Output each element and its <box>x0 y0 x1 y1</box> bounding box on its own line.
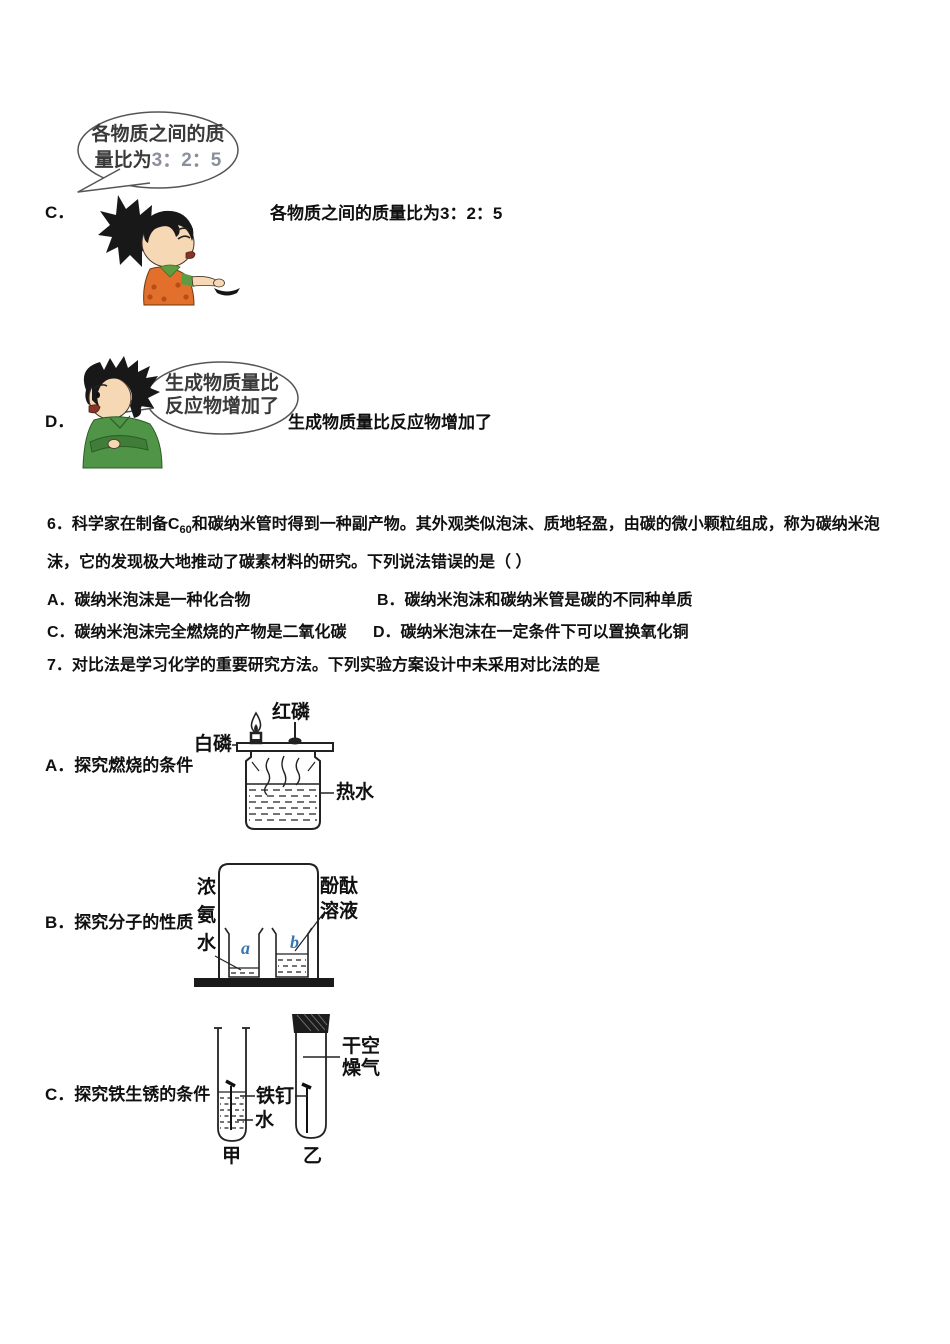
red-phosphorus <box>288 737 302 745</box>
q7-option-a-label: A．探究燃烧的条件 <box>45 756 194 775</box>
girl-sleeve <box>181 273 196 287</box>
q6-option-c: C．碳纳米泡沫完全燃烧的产物是二氧化碳 <box>47 624 347 641</box>
test-tube-yi <box>295 1032 327 1139</box>
q7-stem: 7．对比法是学习化学的重要研究方法。下列实验方案设计中未采用对比法的是 <box>47 657 600 674</box>
girl-cartoon <box>98 195 240 306</box>
bubble-d-line2: 反应物增加了 <box>164 396 279 417</box>
rusting-experiment-diagram <box>214 1013 340 1142</box>
label-red-phosphorus: 红磷 <box>272 702 311 723</box>
q7-option-b-label: B．探究分子的性质 <box>45 913 194 932</box>
label-phenolphthalein: 酚酞 溶液 <box>320 876 359 922</box>
q7-option-c-label: C．探究铁生锈的条件 <box>45 1085 211 1104</box>
c60-subscript: 60 <box>179 524 192 536</box>
molecule-experiment-diagram <box>194 863 334 987</box>
boy-cartoon <box>82 356 163 469</box>
label-ammonia: 浓 氨 水 <box>197 877 217 954</box>
label-hot-water: 热水 <box>336 782 375 803</box>
q6-stem-line1: 6．科学家在制备C60和碳纳米管时得到一种副产物。其外观类似泡沫、质地轻盈，由碳… <box>47 516 880 536</box>
beaker <box>245 751 321 830</box>
rubber-stopper <box>292 1014 330 1033</box>
girl-arm <box>191 276 217 287</box>
nail-jia-head <box>225 1079 236 1088</box>
girl-collar <box>159 264 181 278</box>
option-d-letter: D． <box>45 412 75 431</box>
label-iron-nail: 铁钉 <box>256 1086 295 1107</box>
q6-option-d: D．碳纳米泡沫在一定条件下可以置换氧化铜 <box>373 624 689 641</box>
label-white-phosphorus: 白磷 <box>194 734 233 755</box>
bubble-c-line1: 各物质之间的质 <box>91 124 225 145</box>
q6-option-a: A．碳纳米泡沫是一种化合物 <box>47 592 251 609</box>
q6-option-b: B．碳纳米泡沫和碳纳米管是碳的不同种单质 <box>377 592 693 609</box>
girl-dish <box>214 288 240 296</box>
burning-experiment-diagram <box>232 711 334 830</box>
test-tube-jia <box>217 1028 247 1142</box>
label-dry-air: 干空 燥气 <box>342 1036 381 1079</box>
option-d-answer: 生成物质量比反应物增加了 <box>288 413 492 432</box>
speech-bubble-c <box>77 111 239 193</box>
bubble-d-text: 生成物质量比 反应物增加了 <box>162 372 282 418</box>
bubble-c-line2: 量比为3：2：5 <box>94 150 222 171</box>
bubble-c-ratio: 3：2：5 <box>151 150 222 171</box>
label-tube-yi: 乙 <box>303 1146 323 1167</box>
option-c-letter: C． <box>45 203 75 222</box>
boy-hand <box>107 439 121 449</box>
label-tube-jia: 甲 <box>222 1146 242 1167</box>
girl-hand <box>213 278 225 288</box>
bubble-c-text: 各物质之间的质 量比为3：2：5 <box>90 122 226 174</box>
nail-yi-head <box>301 1082 312 1090</box>
q6-stem-line2: 沫，它的发现极大地推动了碳素材料的研究。下列说法错误的是（ ） <box>47 554 532 571</box>
label-water: 水 <box>255 1110 275 1131</box>
plate <box>236 742 334 752</box>
label-beaker-b: b <box>290 932 299 952</box>
label-beaker-a: a <box>241 938 250 958</box>
flame-icon <box>250 711 262 734</box>
beaker-a <box>224 927 264 978</box>
base <box>194 978 334 987</box>
girl-bangs <box>143 210 194 243</box>
bubble-d-line1: 生成物质量比 <box>164 373 279 394</box>
bell-jar <box>218 863 319 982</box>
option-c-answer: 各物质之间的质量比为3：2：5 <box>270 204 503 223</box>
